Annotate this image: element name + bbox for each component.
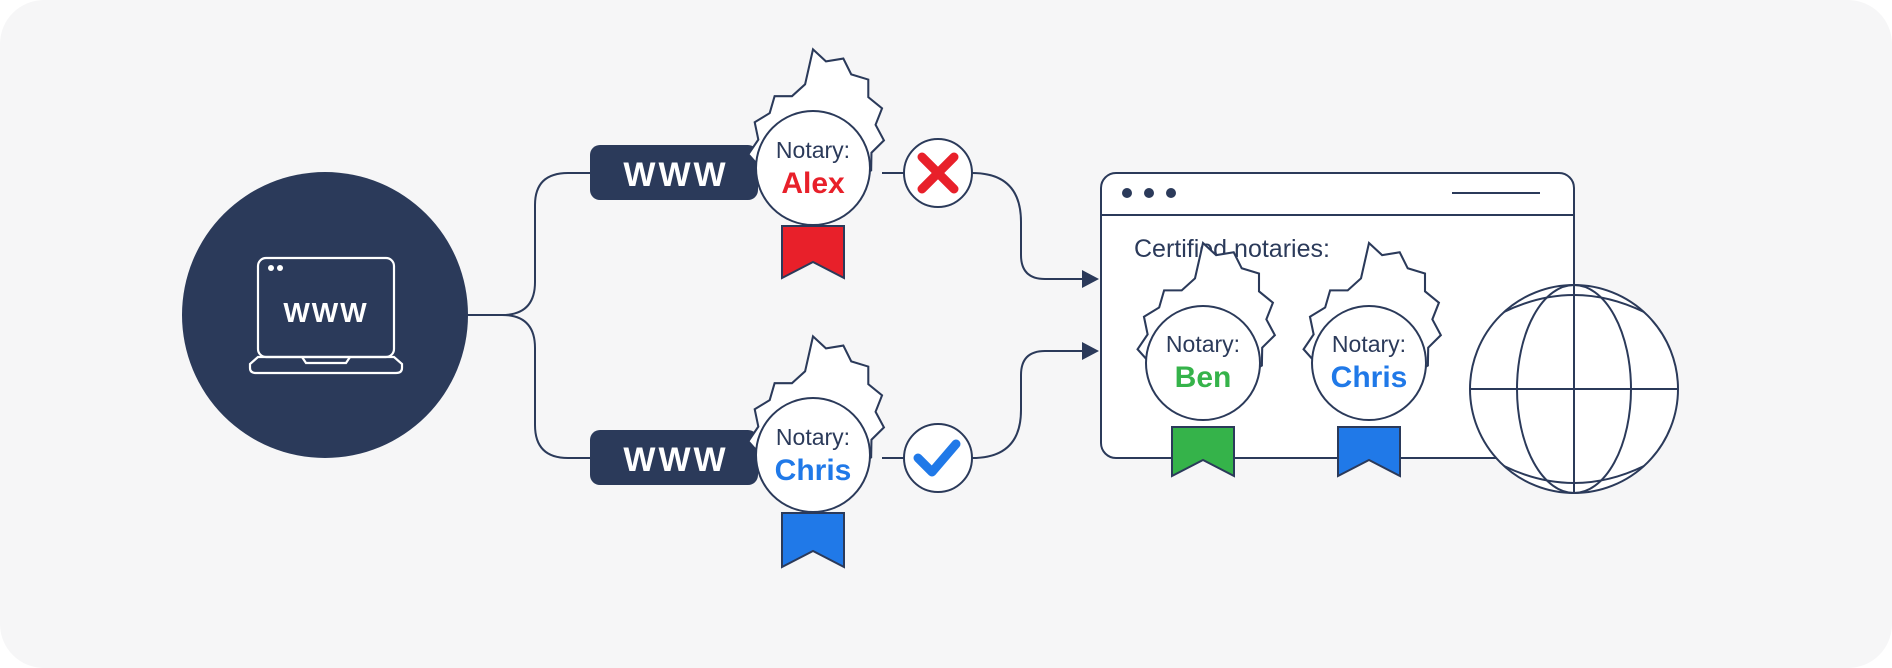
status-accepted [903,423,973,493]
site-label-top-text: WWW [623,156,728,194]
notary-name-bottom: Chris [775,454,852,487]
browser-window: Certified notaries: Notary: Ben Notary: … [1100,172,1575,478]
seal-inner-circle-ben [1145,305,1261,421]
arrow-head-bottom [1082,342,1099,360]
notary-label-chris: Notary: [1332,331,1406,357]
seal-inner-circle-bottom [755,397,871,513]
notary-seal-ben: Notary: Ben [1136,241,1276,478]
seal-inner-circle-chris [1311,305,1427,421]
laptop-dot [268,265,274,271]
site-label-top [590,145,758,200]
connector-client-bottom [466,314,592,459]
notary-label-bottom: Notary: [776,424,850,450]
notary-label-top: Notary: [776,137,850,163]
cross-icon [917,152,959,194]
site-label-bottom-text: WWW [623,441,728,479]
notary-name-ben: Ben [1175,361,1232,394]
seal-inner-circle-top [755,110,871,226]
notary-badge-bottom: Notary: Chris [747,335,885,569]
laptop-screen-text: WWW [283,297,368,328]
window-dot-icon [1122,188,1132,198]
notary-label-ben: Notary: [1166,331,1240,357]
ribbon-blue-browser [1337,426,1401,478]
connector-client-top [466,172,592,316]
ribbon-blue [781,512,845,569]
notary-badge-top: Notary: Alex [747,48,885,280]
connector-bottom-browser [971,350,1082,459]
window-dot-icon [1166,188,1176,198]
laptop-dot [277,265,283,271]
notary-seal-chris: Notary: Chris [1302,241,1442,478]
notary-name-chris: Chris [1331,361,1408,394]
route-bottom: WWW Notary: Chris [590,335,973,569]
arrow-head-top [1082,270,1099,288]
site-label-bottom [590,430,758,485]
globe-icon [1469,284,1679,494]
route-top: WWW Notary: Alex [590,48,973,280]
laptop-icon [248,256,404,375]
client-circle [182,172,468,458]
ribbon-green [1171,426,1235,478]
ribbon-red [781,225,845,280]
status-rejected [903,138,973,208]
check-icon [913,439,961,477]
notary-name-top: Alex [781,167,845,200]
window-dot-icon [1144,188,1154,198]
connector-top-browser [971,172,1082,280]
client-node: WWW [182,172,468,458]
